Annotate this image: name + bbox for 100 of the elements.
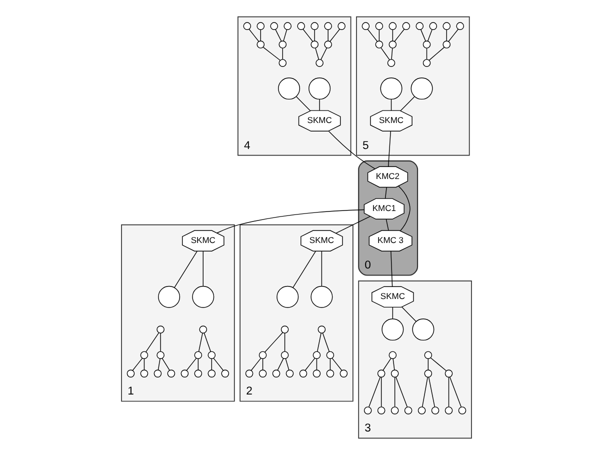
connector [144,358,145,370]
node-circle [424,351,432,359]
connector [302,28,313,42]
node-circle [338,22,346,30]
connector [132,358,143,371]
connector [394,376,396,408]
connector [146,332,160,352]
connector [367,28,378,42]
connector [392,29,394,42]
node-circle [280,351,289,359]
node-circle [194,351,202,359]
connector [285,358,290,370]
node-circle [192,286,214,308]
node-circle [276,286,299,308]
connector [322,332,330,352]
node-circle [390,370,399,378]
node-circle [158,286,180,308]
connector [394,28,405,42]
connector [330,28,340,42]
node-circle [444,406,453,414]
node-circle [194,370,202,378]
connector [448,28,459,42]
connector [420,29,426,42]
connector [202,250,204,286]
node-circle [404,406,412,414]
node-circle [429,22,438,30]
node-circle [458,406,466,414]
connector [449,376,462,408]
connector [428,46,445,61]
node-circle [308,78,331,100]
node-circle [156,326,164,334]
node-circle [310,22,318,30]
node-circle [362,22,370,30]
node-circle [424,370,432,378]
node-circle [140,351,148,359]
node-circle [312,351,321,359]
node-circle [456,22,464,30]
connector [386,218,389,231]
connector [262,358,264,370]
node-circle [375,22,384,30]
connector [292,250,316,288]
connector [319,99,320,111]
node-circle [380,78,402,100]
node-circle [388,40,397,48]
node-circle [390,406,399,414]
node-circle [377,370,386,378]
node-circle [388,22,397,30]
connector [314,29,315,42]
node-circle [442,40,451,48]
node-circle [258,351,267,359]
node-circle [258,370,267,378]
node-circle [272,370,280,378]
connector [211,358,212,370]
node-circle [410,78,433,100]
connector [446,29,447,42]
connector [284,332,286,352]
connector [213,358,224,371]
connector [380,48,390,60]
connector [283,29,288,42]
connector [296,96,311,112]
node-circle [280,326,289,334]
connector [186,358,197,371]
connector [277,358,284,370]
node-circle [422,59,431,67]
node-circle [140,370,148,378]
connector [378,29,380,42]
connector [426,48,428,60]
connector [332,358,342,371]
node-circle [156,351,164,359]
node-circle [377,406,386,414]
connector [382,358,392,371]
node-circle [340,370,348,378]
connector [398,186,410,232]
connector [448,376,450,408]
connector [162,358,170,371]
connector [198,358,199,370]
node-circle [431,406,440,414]
node-circle [199,326,208,334]
connector [392,358,395,370]
node-circle [256,22,265,30]
node-circle [284,22,292,30]
connector [315,48,320,60]
connector [390,99,392,111]
connector [320,48,328,60]
node-circle [270,22,278,30]
connector [396,376,408,408]
node-circle [243,22,252,30]
connector [384,186,387,199]
connector [304,358,316,371]
node-circle [412,318,434,341]
node-circle [364,406,372,414]
node-circle [418,406,426,414]
node-circle [312,370,321,378]
node-circle [310,40,318,48]
connector [204,332,212,352]
node-circle [310,286,333,308]
connector [400,96,415,112]
connector [316,358,318,370]
node-circle [286,370,294,378]
connector [174,250,198,288]
